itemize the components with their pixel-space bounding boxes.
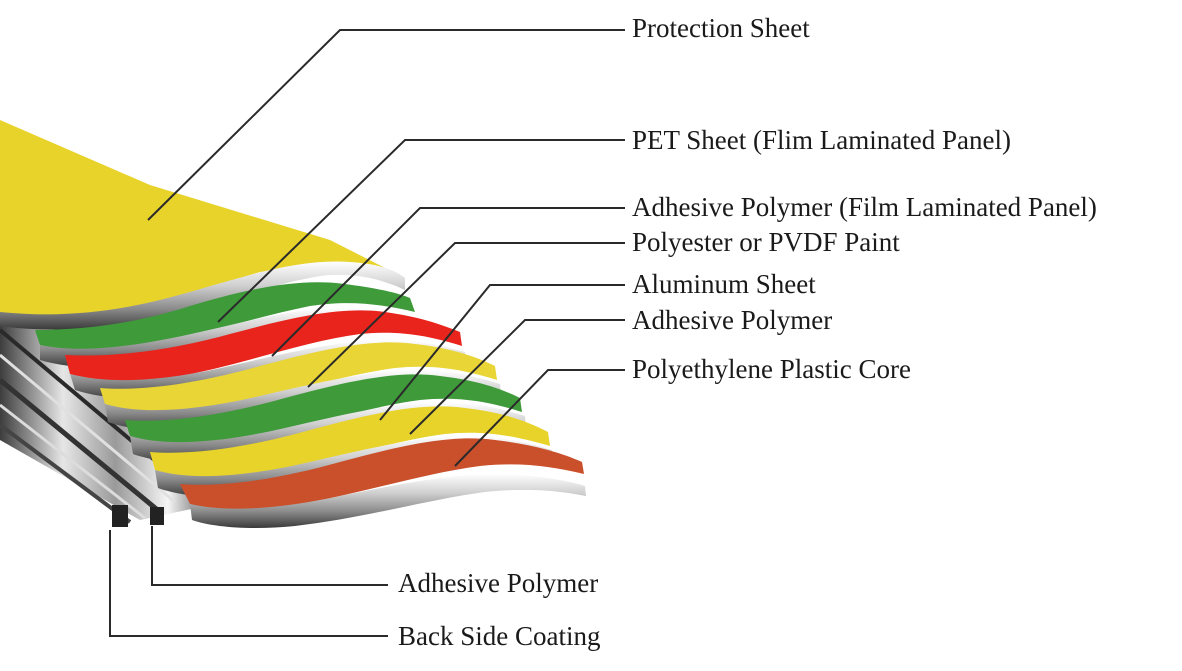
label-back-side-coating: Back Side Coating — [398, 621, 601, 651]
leader-line-adhesive-film — [271, 207, 625, 357]
label-protection-sheet: Protection Sheet — [632, 13, 810, 43]
label-panel-bottom — [392, 555, 747, 665]
protection-sheet-layer — [0, 120, 405, 330]
leader-line-protection-sheet — [147, 29, 625, 221]
label-bottom-adhesive-polymer: Adhesive Polymer — [398, 568, 599, 598]
leader-line-adhesive — [409, 319, 625, 435]
polyethylene-core-layer — [180, 438, 586, 528]
label-polyethylene-plastic-core: Polyethylene Plastic Core — [632, 354, 911, 384]
label-aluminum-sheet: Aluminum Sheet — [632, 269, 816, 299]
label-polyester-pvdf-paint: Polyester or PVDF Paint — [632, 227, 900, 257]
label-pet-sheet: PET Sheet (Flim Laminated Panel) — [632, 125, 1011, 155]
leader-line-pet-sheet — [217, 139, 625, 323]
leader-line-bottom-adhesive — [151, 526, 388, 586]
leader-line-core — [454, 369, 625, 467]
leader-line-aluminum — [379, 284, 625, 421]
leader-lines — [109, 29, 625, 637]
label-adhesive-polymer: Adhesive Polymer — [632, 305, 833, 335]
label-adhesive-polymer-film: Adhesive Polymer (Film Laminated Panel) — [632, 192, 1097, 222]
label-panel-right — [628, 0, 1170, 430]
leader-line-back-coating — [109, 530, 388, 637]
leader-line-paint — [307, 242, 625, 388]
